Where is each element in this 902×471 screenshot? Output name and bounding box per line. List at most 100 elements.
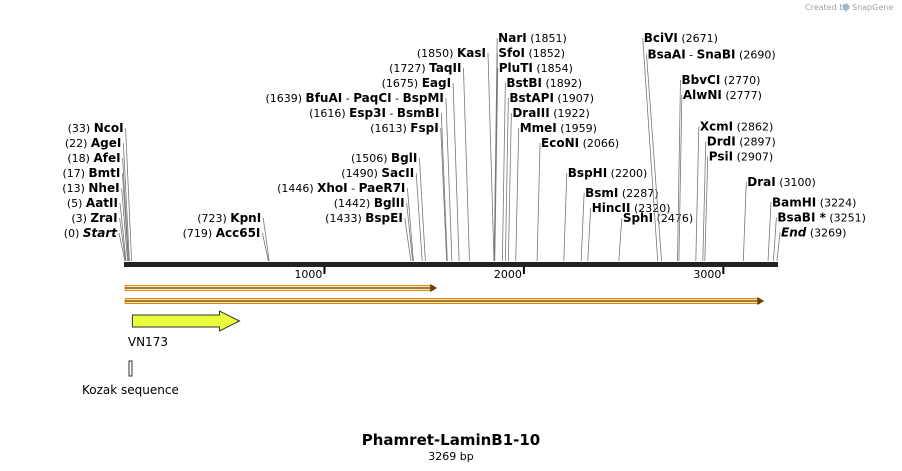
- site-label: BsmI (2287): [585, 186, 658, 200]
- site-position: (2770): [720, 74, 760, 87]
- site-label: (1616) Esp3I - BsmBI: [309, 106, 439, 120]
- site-enzyme: BglI: [391, 151, 417, 165]
- site-enzyme: SacII: [381, 166, 414, 180]
- site-separator: -: [392, 92, 403, 105]
- site-label: EcoNI (2066): [541, 136, 619, 150]
- site-label: (1490) SacII: [341, 166, 414, 180]
- site-label: XcmI (2862): [700, 120, 773, 134]
- site-label: (3) ZraI: [71, 211, 117, 225]
- site-position: (3224): [816, 196, 856, 209]
- map-title: Phamret-LaminB1-10: [362, 431, 541, 449]
- site-position: (1613): [370, 122, 410, 135]
- site-enzyme: KpnI: [230, 211, 261, 225]
- orf-tracks: [124, 284, 765, 305]
- site-mmei: MmeI (1959): [515, 121, 597, 262]
- site-label: BstAPI (1907): [509, 91, 594, 105]
- site-drai: DraI (3100): [742, 175, 816, 262]
- site-position: (1433): [325, 212, 365, 225]
- site-label: BciVI (2671): [644, 31, 718, 45]
- site-label: BbvCI (2770): [681, 73, 760, 87]
- site-enzyme: BfuAI: [306, 91, 343, 105]
- site-pluti: PluTI (1854): [494, 61, 573, 262]
- site-draiii: DraIII (1922): [507, 106, 590, 262]
- site-position: (1506): [351, 152, 391, 165]
- site-end: End (3269): [776, 225, 846, 262]
- site-separator: -: [686, 49, 697, 62]
- site-start: (0) Start: [64, 226, 126, 262]
- site-label: MmeI (1959): [520, 121, 597, 135]
- site-label: DrdI (2897): [707, 135, 776, 149]
- site-enzyme: Esp3I: [349, 106, 386, 120]
- site-separator: -: [386, 107, 397, 120]
- site-label: SfoI (1852): [498, 46, 565, 60]
- site-enzyme: BspHI: [568, 166, 607, 180]
- site-enzyme: DrdI: [707, 135, 736, 149]
- site-enzyme: EcoNI: [541, 136, 579, 150]
- site-enzyme: BsaAI: [648, 48, 686, 62]
- site-label: (1613) FspI: [370, 121, 438, 135]
- site-label: SphI (2476): [623, 211, 693, 225]
- site-bglii: (1442) BglII: [334, 196, 414, 262]
- site-position: (2476): [653, 212, 693, 225]
- site-position: (33): [68, 122, 94, 135]
- site-position: (2066): [579, 137, 619, 150]
- site-label: (1727) TaqII: [389, 61, 461, 75]
- site-enzyme: BsmI: [585, 186, 618, 200]
- scale-tick-label: 2000: [494, 268, 522, 281]
- site-position: (1616): [309, 107, 349, 120]
- site-position: (1854): [533, 62, 573, 75]
- site-bgli: (1506) BglI: [351, 151, 426, 262]
- scale-tick-label: 3000: [693, 268, 721, 281]
- site-label: BamHI (3224): [772, 195, 856, 209]
- site-taqii: (1727) TaqII: [389, 61, 470, 262]
- site-enzyme: PluTI: [499, 61, 533, 75]
- site-nhei: (13) NheI: [62, 181, 128, 262]
- site-bsphi: BspHI (2200): [563, 166, 647, 262]
- site-position: (2897): [736, 136, 776, 149]
- site-label: (1433) BspEI: [325, 211, 403, 225]
- site-enzyme: EagI: [422, 76, 451, 90]
- site-eagi: (1675) EagI: [382, 76, 460, 262]
- site-zrai: (3) ZraI: [71, 211, 126, 262]
- site-label: BspHI (2200): [568, 166, 647, 180]
- site-position: (2907): [733, 151, 773, 164]
- site-label: End (3269): [781, 225, 846, 239]
- site-enzyme: BspEI: [365, 211, 403, 225]
- site-label: (0) Start: [64, 226, 118, 240]
- site-label: (22) AgeI: [65, 136, 122, 150]
- snapgene-watermark: Created by SnapGene: [805, 3, 893, 12]
- site-kpni: (723) KpnI: [197, 211, 270, 262]
- site-enzyme: PaeR7I: [359, 181, 406, 195]
- site-bsaai: BsaAI - SnaBI (2690): [646, 48, 776, 262]
- site-enzyme: DraI: [747, 175, 775, 189]
- site-enzyme: NheI: [88, 181, 119, 195]
- site-position: (1907): [554, 92, 594, 105]
- site-enzyme: PaqCI: [353, 91, 391, 105]
- site-sacii: (1490) SacII: [341, 166, 423, 262]
- feature-vn173: VN173: [128, 310, 241, 349]
- site-sfoi: SfoI (1852): [493, 46, 565, 262]
- site-enzyme: MmeI: [520, 121, 557, 135]
- site-alwni: AlwNI (2777): [678, 88, 762, 262]
- site-position: (3251): [826, 211, 866, 224]
- site-bbvci: BbvCI (2770): [677, 73, 760, 262]
- site-label: (1442) BglII: [334, 196, 405, 210]
- site-enzyme: NarI: [498, 31, 527, 45]
- site-drdi: DrdI (2897): [702, 135, 776, 262]
- site-enzyme: AatII: [86, 196, 118, 210]
- orf-arrow: [124, 297, 765, 305]
- site-position: (1892): [542, 77, 582, 90]
- site-enzyme: AfeI: [93, 151, 120, 165]
- site-position: (0): [64, 227, 83, 240]
- site-agei: (22) AgeI: [65, 136, 130, 262]
- site-enzyme: AlwNI: [683, 88, 722, 102]
- site-label: HincII (2320): [592, 201, 671, 215]
- site-position: (17): [62, 167, 88, 180]
- watermark-created-by: Created by: [805, 3, 849, 12]
- site-bspei: (1433) BspEI: [325, 211, 412, 262]
- site-label: BsaBI * (3251): [777, 210, 866, 224]
- site-position: (18): [67, 152, 93, 165]
- site-enzyme: BmtI: [89, 166, 121, 180]
- site-bsmi: BsmI (2287): [580, 186, 658, 262]
